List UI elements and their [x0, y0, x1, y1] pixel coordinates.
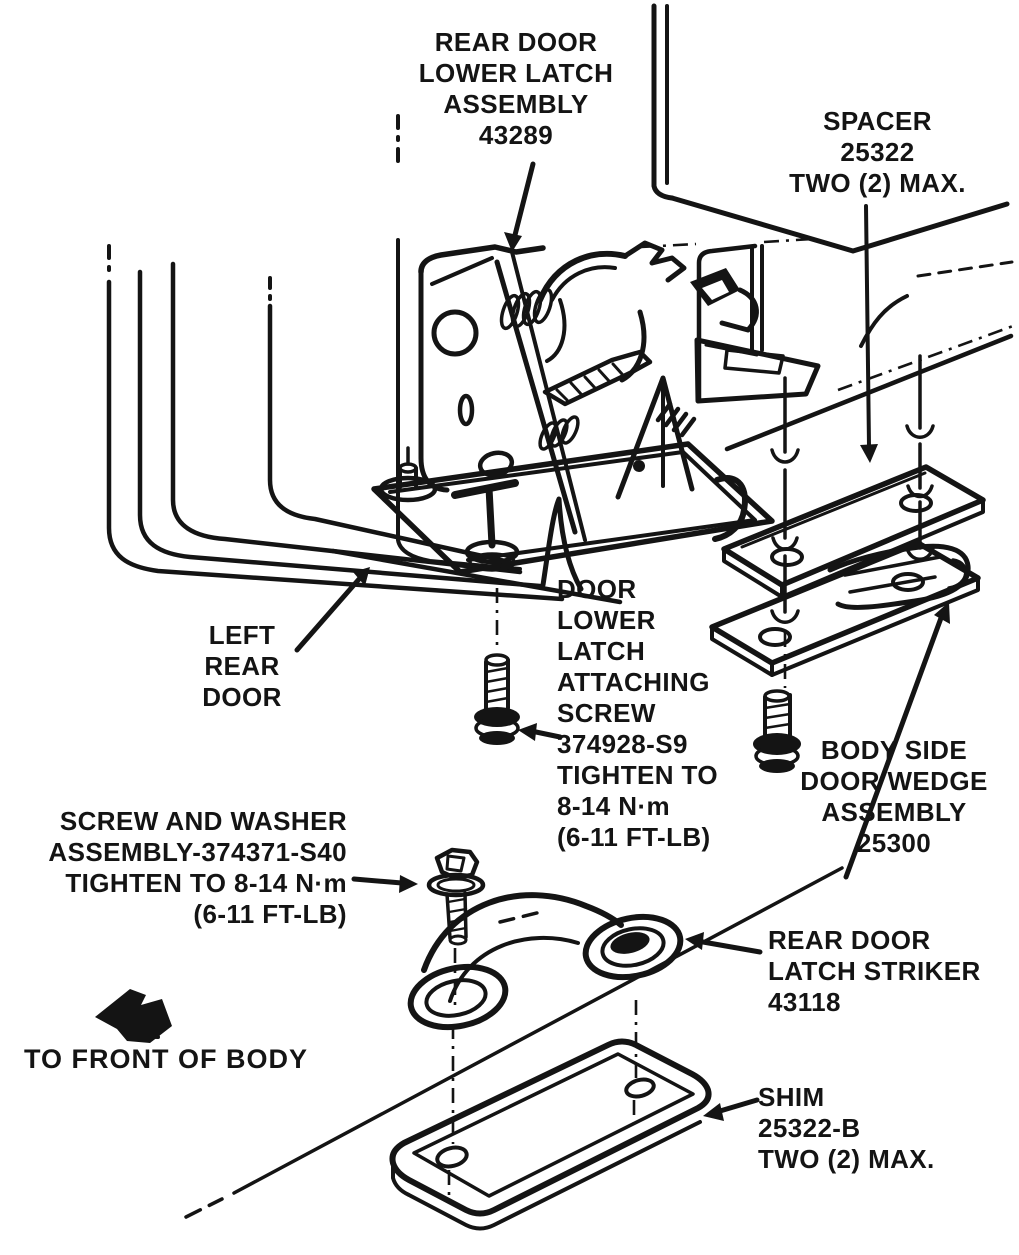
label-wedge-assembly: BODY SIDE DOOR WEDGE ASSEMBLY 25300: [800, 735, 988, 858]
label-latch-assembly: REAR DOOR LOWER LATCH ASSEMBLY 43289: [418, 27, 614, 150]
body-reference-line-drawing: [184, 866, 844, 1219]
label-attaching-screw: DOOR LOWER LATCH ATTACHING SCREW 374928-…: [557, 574, 718, 852]
body-side-structure-drawing: [640, 3, 1014, 452]
screw-and-washer-drawing: [426, 847, 486, 946]
latch-assembly-drawing: [371, 240, 775, 575]
latch-attaching-screw-center-drawing: [474, 588, 520, 745]
front-of-body-arrow-icon: [95, 989, 172, 1043]
label-shim: SHIM 25322-B TWO (2) MAX.: [758, 1082, 935, 1174]
label-spacer: SPACER 25322 TWO (2) MAX.: [789, 106, 966, 198]
spacer-and-wedge-drawing: [709, 354, 986, 688]
leader-arrows: [294, 161, 950, 1121]
label-to-front-of-body: TO FRONT OF BODY: [24, 1044, 308, 1074]
latch-striker-drawing: [407, 892, 684, 1031]
shim-drawing: [389, 1000, 712, 1231]
wedge-attaching-screw-right-drawing: [753, 689, 801, 773]
label-screw-and-washer: SCREW AND WASHER ASSEMBLY-374371-S40 TIG…: [48, 806, 347, 929]
left-rear-door-drawing: [106, 114, 623, 605]
label-latch-striker: REAR DOOR LATCH STRIKER 43118: [768, 925, 981, 1017]
label-left-rear-door: LEFT REAR DOOR: [202, 620, 282, 712]
